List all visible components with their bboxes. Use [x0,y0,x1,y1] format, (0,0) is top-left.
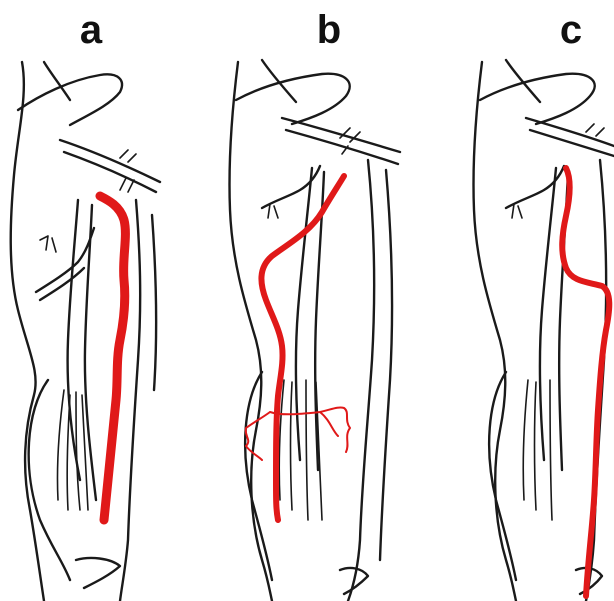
panel-b-iliac-ridge [262,60,296,102]
panel-b-nerve-mark [262,204,278,218]
panel-a-femoral-artery [100,196,125,520]
panel-c-iliac-ridge [506,60,540,102]
panel-a-drawing [11,62,160,601]
panel-b-femur-line-1 [296,168,312,460]
panel-a-calf-bulge [29,380,70,580]
panel-a-ligament-hatch [120,150,136,192]
panel-a-distal-bundle [57,390,88,510]
panel-b-drawing [229,60,400,601]
panel-a-femur-line-1 [68,200,80,480]
panel-b-femoral-artery [261,176,344,520]
panel-c-ligament-hatch [586,124,604,136]
panel-a-knee-detail [76,558,120,588]
panel-b-front-contour-2 [380,170,392,560]
panel-c-nerve-mark [506,204,522,218]
panel-c-drawing [473,60,614,601]
panel-c-femoral-artery [562,168,609,596]
panel-a-front-contour-2 [152,215,156,390]
panel-c-distal-bundle [523,380,552,520]
panel-b-back-contour [229,62,272,601]
panel-c-back-contour [473,62,516,601]
panel-b-front-contour [348,160,374,601]
panel-a-inguinal-ligament [60,140,160,182]
panel-a-iliac-ridge [44,62,70,100]
panel-a-nerve-mark [40,236,56,252]
panel-c-inguinal-ligament-lower [530,130,614,156]
panel-c-femur-line-1 [540,168,556,460]
